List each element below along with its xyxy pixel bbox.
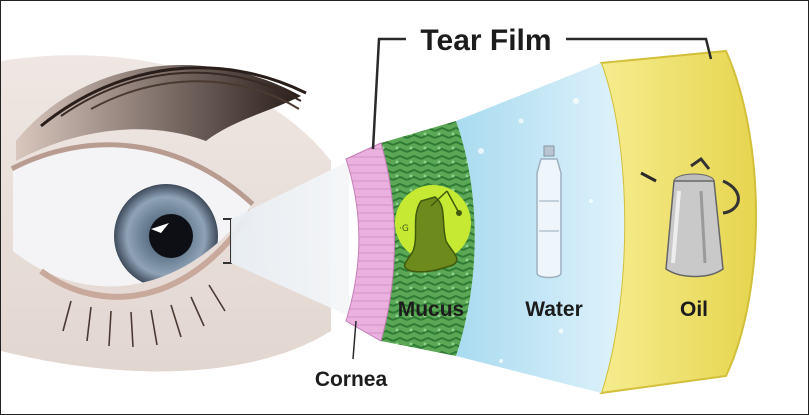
tear-film-title: Tear Film: [420, 24, 551, 57]
pupil: [149, 214, 193, 258]
cornea-pointer: [353, 321, 356, 359]
oil-label: Oil: [680, 298, 708, 321]
mucus-label: Mucus: [398, 298, 465, 321]
cornea-layer: [346, 143, 395, 341]
water-bottle-icon: [537, 146, 561, 278]
water-label: Water: [525, 298, 583, 321]
cornea-label: Cornea: [315, 368, 388, 391]
svg-text:·G: ·G: [399, 224, 409, 234]
